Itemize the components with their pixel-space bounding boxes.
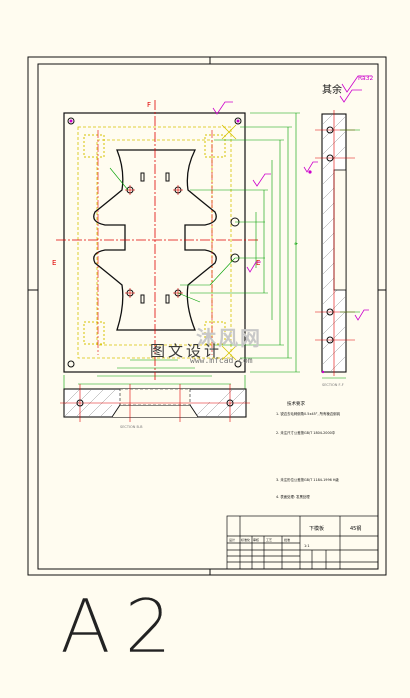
cut-label-f: F <box>147 101 151 109</box>
watermark-brand: 沐风网 <box>196 326 262 350</box>
roughness-markers <box>212 75 372 321</box>
note-4: 4. 表面处理: 发黑处理 <box>276 494 310 499</box>
roughness-general-label: 其余 <box>322 83 342 96</box>
sheet-border-inner <box>37 63 379 570</box>
note-1: 1. 锐边去毛刺倒角0.5x45°, 所有棱边倒钝 <box>276 411 341 416</box>
svg-text:φ: φ <box>293 242 298 245</box>
section-view: SECTION B-B <box>60 384 250 429</box>
title-cell-2: 审核 <box>253 537 259 542</box>
sheet-border-outer <box>27 56 387 576</box>
note-2: 2. 未注尺寸公差按GB/T 1804-2000中 <box>276 430 336 435</box>
cut-label-e-left: E <box>52 259 56 267</box>
note-3: 3. 未注形位公差按GB/T 1184-1996 H级 <box>276 477 339 482</box>
sheet-format-label: A2 <box>60 584 186 670</box>
title-part-name: 下模板 <box>309 525 324 532</box>
title-scale: 1:1 <box>304 544 310 548</box>
watermark-caption: 图文设计 <box>150 342 223 360</box>
title-block <box>226 515 379 570</box>
side-view: SECTION F-F <box>308 110 360 387</box>
title-cell-0: 设计 <box>229 537 235 542</box>
side-view-caption: SECTION F-F <box>322 383 344 387</box>
title-cell-3: 工艺 <box>266 537 272 542</box>
title-material: 45钢 <box>350 525 361 532</box>
roughness-general-value: Ra32 <box>358 75 374 82</box>
watermark-url: www.mfcad.com <box>190 356 253 365</box>
technical-notes: 技术要求 1. 锐边去毛刺倒角0.5x45°, 所有棱边倒钝 2. 未注尺寸公差… <box>276 400 341 499</box>
title-cell-1: 标准化 <box>241 537 250 542</box>
cut-label-e-right: E <box>256 259 260 267</box>
notes-title: 技术要求 <box>287 400 305 407</box>
title-cell-4: 批准 <box>284 537 290 542</box>
section-view-caption: SECTION B-B <box>120 425 143 429</box>
plan-view: F E E <box>52 100 260 380</box>
